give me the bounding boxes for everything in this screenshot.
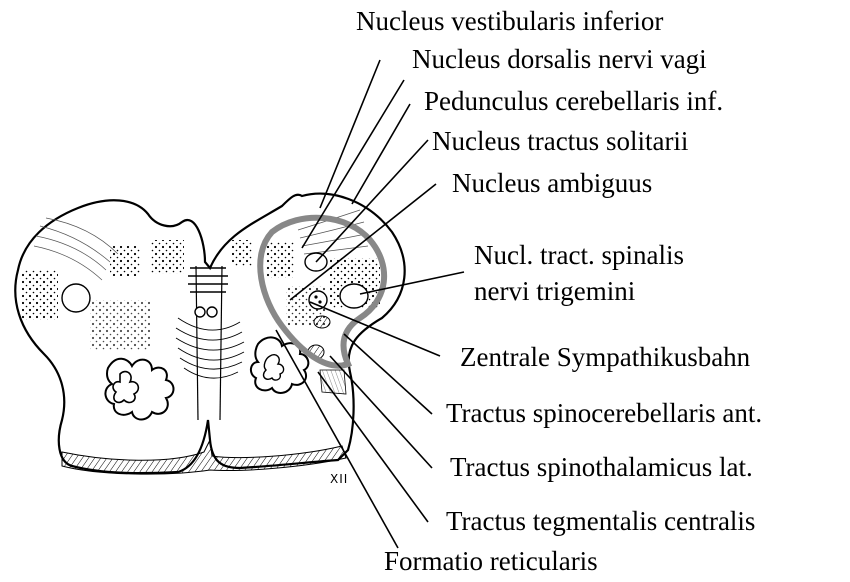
label-nucl-tract-spinalis-line1: Nucl. tract. spinalis [474,240,684,270]
label-nucl-tract-spinalis-line2: nervi trigemini [474,276,635,306]
label-nucleus-dorsalis-nervi-vagi: Nucleus dorsalis nervi vagi [412,44,707,74]
label-tractus-tegmentalis-centralis: Tractus tegmentalis centralis [446,506,755,536]
label-tractus-spinocerebellaris-ant: Tractus spinocerebellaris ant. [446,398,762,428]
label-formatio-reticularis: Formatio reticularis [384,546,598,576]
label-tractus-spinothalamicus-lat: Tractus spinothalamicus lat. [450,452,753,482]
label-pedunculus-cerebellaris-inf: Pedunculus cerebellaris inf. [424,86,723,116]
marker-cranial-nerve-xii: XII [330,472,348,486]
label-nucleus-tractus-solitarii: Nucleus tractus solitarii [432,126,688,156]
label-nucleus-ambiguus: Nucleus ambiguus [452,168,652,198]
label-nucleus-vestibularis-inferior: Nucleus vestibularis inferior [356,6,663,36]
label-zentrale-sympathikusbahn: Zentrale Sympathikusbahn [460,342,750,372]
